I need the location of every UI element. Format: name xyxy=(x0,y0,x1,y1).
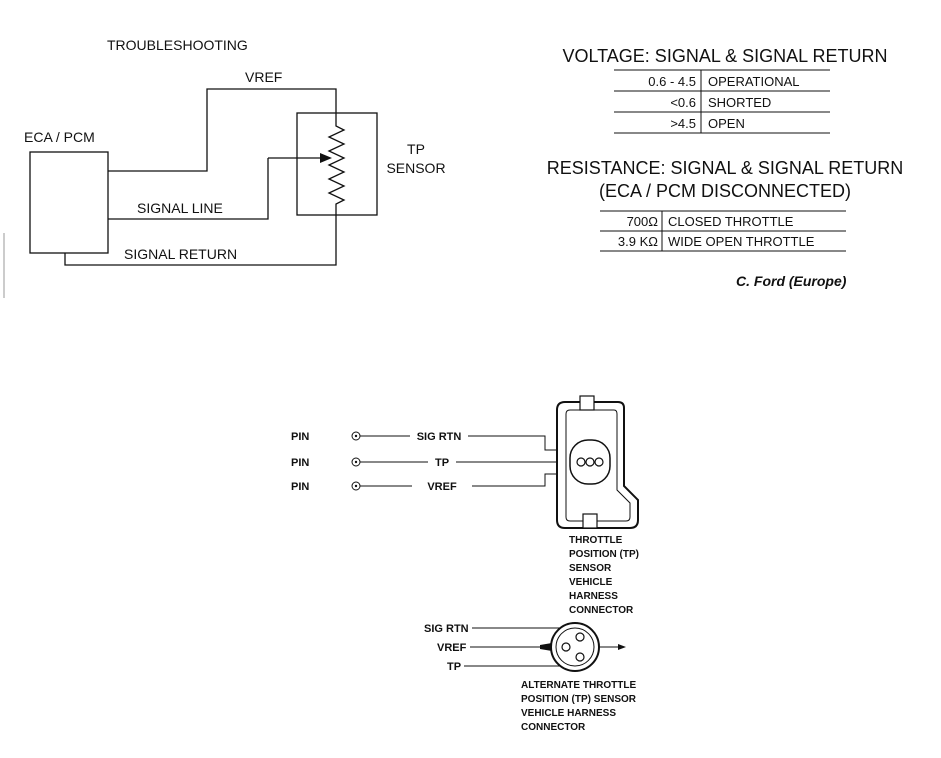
cavity-pin-icon xyxy=(576,457,586,467)
caption-line: POSITION (TP) xyxy=(569,549,639,560)
alt-connector-caption: ALTERNATE THROTTLE POSITION (TP) SENSOR … xyxy=(521,680,637,733)
caption-line: HARNESS xyxy=(569,591,618,602)
pin-label: PIN xyxy=(291,457,309,469)
pin-row: PIN TP xyxy=(291,457,585,469)
tp-sensor-label-2: SENSOR xyxy=(386,160,445,176)
pin-row: PIN SIG RTN xyxy=(291,431,572,451)
pin-dot-icon xyxy=(354,434,358,438)
voltage-state: OPERATIONAL xyxy=(708,74,800,89)
troubleshooting-schematic: TROUBLESHOOTING ECA / PCM TP SENSOR VREF… xyxy=(3,37,446,298)
caption-line: VEHICLE HARNESS xyxy=(521,708,616,719)
pin-row: PIN VREF xyxy=(291,473,600,493)
caption-line: THROTTLE xyxy=(569,535,623,546)
alt-connector-key xyxy=(540,643,552,651)
caption-line: CONNECTOR xyxy=(521,722,586,733)
pin-label: PIN xyxy=(291,431,309,443)
alt-connector-arrow xyxy=(618,644,626,650)
tp-sensor-label-1: TP xyxy=(407,141,425,157)
resistance-state: CLOSED THROTTLE xyxy=(668,214,794,229)
signal-line-label: SIGNAL LINE xyxy=(137,200,223,216)
resistance-heading-2: (ECA / PCM DISCONNECTED) xyxy=(599,181,851,201)
source-credit: C. Ford (Europe) xyxy=(736,273,847,289)
alt-wire-label: SIG RTN xyxy=(424,623,469,635)
alt-pin-icon xyxy=(575,632,585,642)
tp-sensor-box xyxy=(296,112,378,216)
pin-signal-label: SIG RTN xyxy=(417,431,462,443)
cavity-pin-icon xyxy=(585,457,595,467)
voltage-value: 0.6 - 4.5 xyxy=(648,74,696,89)
caption-line: SENSOR xyxy=(569,563,612,574)
harness-connector-diagram: PIN SIG RTN PIN TP PIN VREF xyxy=(291,395,639,616)
pin-dot-icon xyxy=(354,460,358,464)
alt-wire-label: TP xyxy=(447,661,461,673)
voltage-value: <0.6 xyxy=(670,95,696,110)
resistance-state: WIDE OPEN THROTTLE xyxy=(668,234,815,249)
voltage-value: >4.5 xyxy=(670,116,696,131)
eca-pcm-box xyxy=(29,151,109,254)
eca-pcm-label: ECA / PCM xyxy=(24,129,95,145)
voltage-state: OPEN xyxy=(708,116,745,131)
caption-line: CONNECTOR xyxy=(569,605,634,616)
alt-pin-icon xyxy=(561,642,571,652)
caption-line: POSITION (TP) SENSOR xyxy=(521,694,637,705)
connector-caption: THROTTLE POSITION (TP) SENSOR VEHICLE HA… xyxy=(569,535,639,616)
alt-pin-icon xyxy=(575,652,585,662)
pin-signal-label: TP xyxy=(435,457,449,469)
resistance-heading-1: RESISTANCE: SIGNAL & SIGNAL RETURN xyxy=(547,158,903,178)
caption-line: ALTERNATE THROTTLE xyxy=(521,680,637,691)
schematic-title: TROUBLESHOOTING xyxy=(107,37,248,53)
signal-return-wire xyxy=(64,253,337,266)
resistance-value: 700Ω xyxy=(627,214,659,229)
caption-line: VEHICLE xyxy=(569,577,613,588)
vref-wire xyxy=(108,88,337,172)
wiper-arrow xyxy=(320,153,332,163)
alt-wire-label: VREF xyxy=(437,642,467,654)
alternate-connector-diagram: SIG RTN VREF TP ALTERNATE THROTTLE POSIT… xyxy=(424,622,637,733)
pin-signal-label: VREF xyxy=(427,481,457,493)
alt-wire xyxy=(464,657,569,667)
cavity-pin-icon xyxy=(594,457,604,467)
voltage-table: VOLTAGE: SIGNAL & SIGNAL RETURN 0.6 - 4.… xyxy=(562,46,888,134)
vref-label: VREF xyxy=(245,69,282,85)
voltage-heading: VOLTAGE: SIGNAL & SIGNAL RETURN xyxy=(562,46,887,66)
voltage-state: SHORTED xyxy=(708,95,771,110)
resistance-value: 3.9 KΩ xyxy=(618,234,658,249)
potentiometer-resistor xyxy=(327,109,346,260)
pin-label: PIN xyxy=(291,481,309,493)
connector-bottom-latch xyxy=(582,513,598,529)
connector-top-latch xyxy=(579,395,595,411)
resistance-table: RESISTANCE: SIGNAL & SIGNAL RETURN (ECA … xyxy=(547,158,903,289)
connector-housing-inner xyxy=(565,409,631,522)
pin-dot-icon xyxy=(354,484,358,488)
signal-line-wire xyxy=(108,158,269,220)
signal-return-label: SIGNAL RETURN xyxy=(124,246,237,262)
